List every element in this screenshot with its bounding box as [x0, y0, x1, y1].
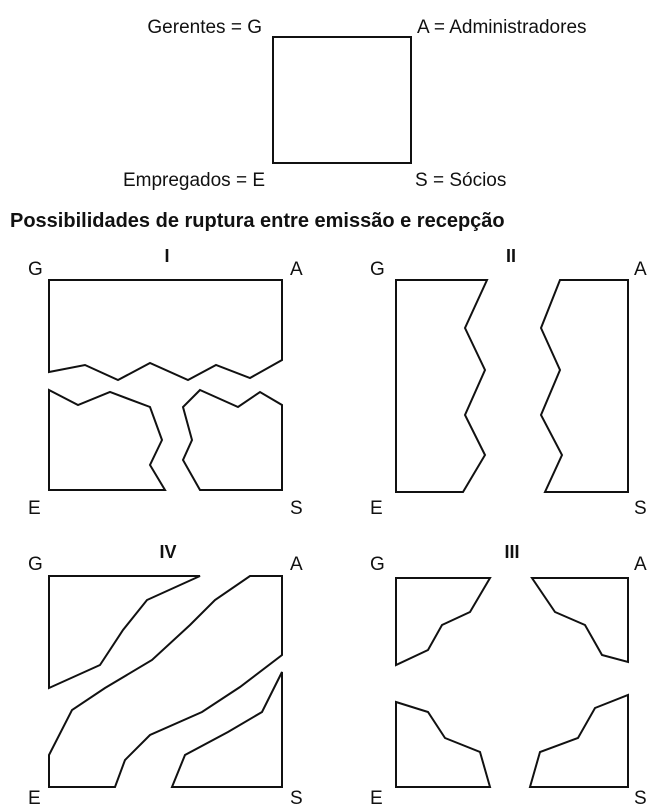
panel-i-numeral: I: [164, 246, 169, 266]
panel-iv-bottom-right-fragment: [170, 671, 283, 788]
panel-i-corner-e: E: [28, 498, 41, 519]
panel-iv-top-left-fragment: [48, 575, 201, 690]
legend-socios: S = Sócios: [415, 170, 506, 191]
panel-iii-top-right-fragment: [530, 577, 629, 664]
panel-iv-corner-g: G: [28, 554, 43, 575]
panel-iii-top-left-fragment: [395, 577, 492, 667]
panel-iii-corner-s: S: [634, 788, 647, 805]
panel-iv-corner-a: A: [290, 554, 303, 575]
legend: Gerentes = G A = Administradores Emprega…: [123, 17, 587, 191]
panel-iv-middle-fragment: [48, 575, 283, 788]
panel-i-bottom-right-fragment: [181, 388, 283, 491]
panel-iv-corner-e: E: [28, 788, 41, 805]
panel-iii-corner-g: G: [370, 554, 385, 575]
panel-iv-numeral: IV: [159, 542, 176, 562]
panel-i-bottom-left-fragment: [48, 388, 167, 491]
panel-ii-numeral: II: [506, 246, 516, 266]
panel-ii-corner-a: A: [634, 259, 647, 280]
panel-iii-bottom-left-fragment: [395, 700, 492, 788]
legend-empregados: Empregados = E: [123, 170, 265, 191]
panel-iii-numeral: III: [504, 542, 519, 562]
legend-square: [272, 36, 412, 164]
panel-ii-left-fragment: [395, 279, 489, 493]
section-heading: Possibilidades de ruptura entre emissão …: [10, 210, 505, 232]
panel-iii: III G A E S: [370, 542, 647, 805]
panel-iv: IV G A E S: [28, 542, 303, 805]
panel-iv-corner-s: S: [290, 788, 303, 805]
panel-i: I G A E S: [28, 246, 303, 519]
panel-ii-corner-s: S: [634, 498, 647, 519]
panel-iii-corner-e: E: [370, 788, 383, 805]
panel-ii-corner-e: E: [370, 498, 383, 519]
panel-ii: II G A E S: [370, 246, 647, 519]
panel-i-corner-g: G: [28, 259, 43, 280]
panel-i-corner-s: S: [290, 498, 303, 519]
legend-gerentes: Gerentes = G: [147, 17, 262, 38]
legend-administradores: A = Administradores: [417, 17, 587, 38]
panel-ii-corner-g: G: [370, 259, 385, 280]
panel-iii-corner-a: A: [634, 554, 647, 575]
panel-iii-bottom-right-fragment: [528, 693, 629, 788]
panel-ii-right-fragment: [539, 279, 629, 493]
panel-i-corner-a: A: [290, 259, 303, 280]
panel-i-top-fragment: [48, 279, 283, 382]
